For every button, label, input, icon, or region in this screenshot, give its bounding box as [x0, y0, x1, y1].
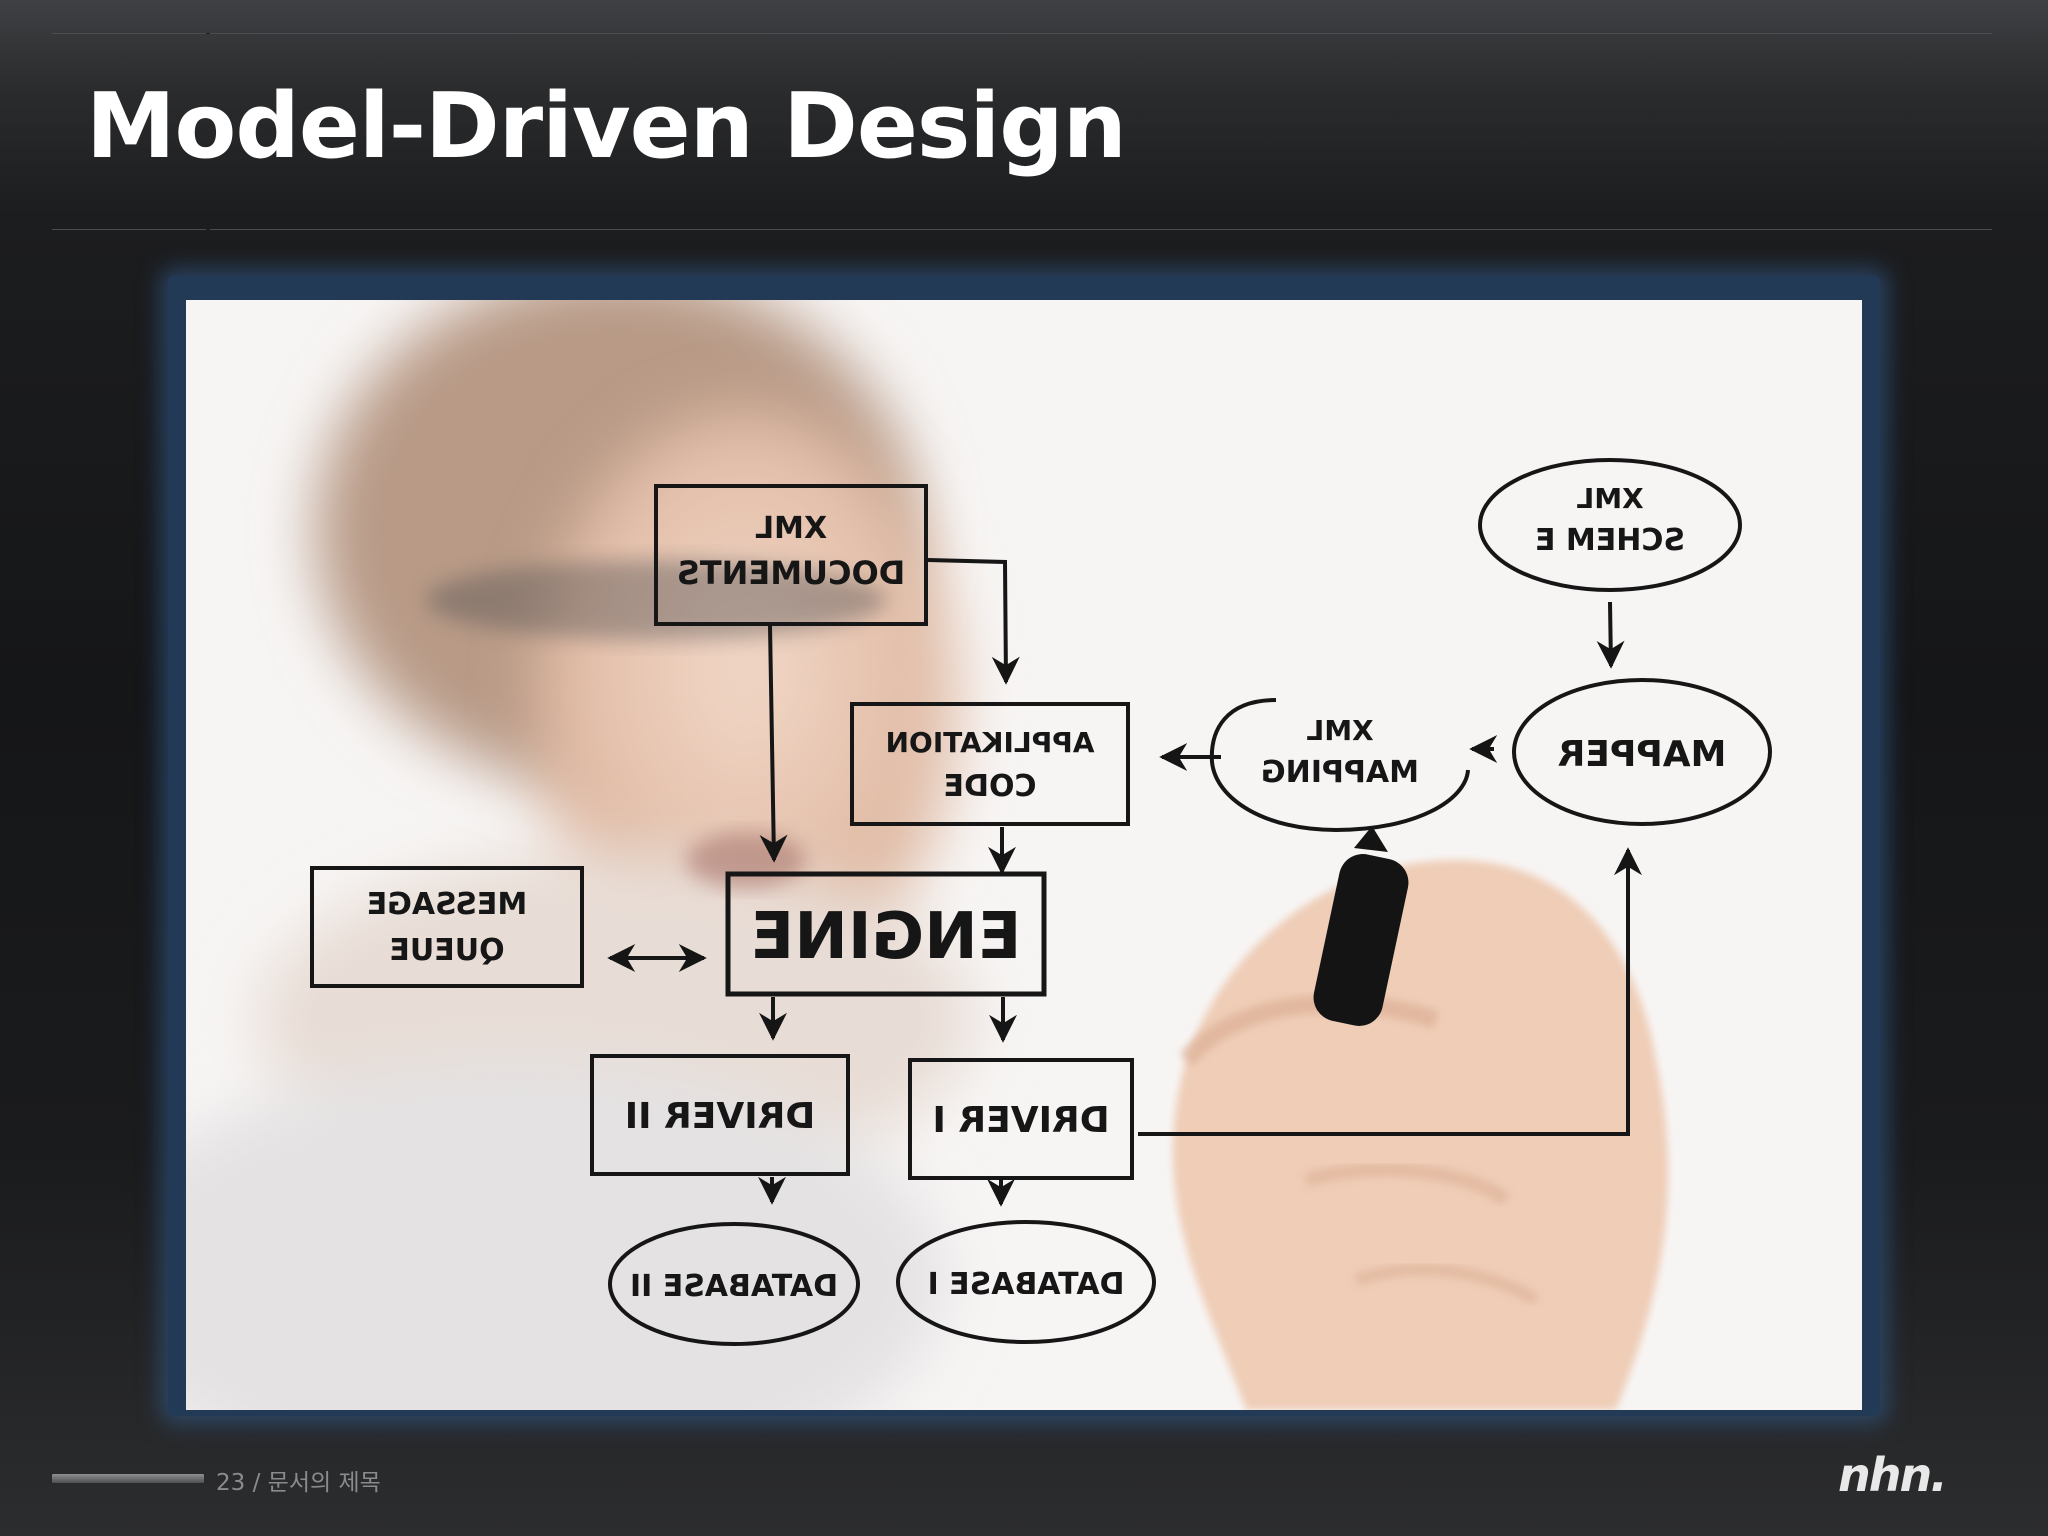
- label-xml-schema-line2: SCHEM E: [1535, 523, 1685, 558]
- label-driver-1: DRIVER I: [932, 1100, 1109, 1141]
- whiteboard-photo: XML DOCUMENTS APPLIKATION CODE MESSAGE Q…: [186, 300, 1862, 1410]
- label-documents: DOCUMENTS: [677, 554, 906, 592]
- blurred-person: [186, 300, 1862, 1410]
- label-engine: ENGINE: [751, 900, 1022, 974]
- label-xml-mapping-line2: MAPPING: [1261, 755, 1419, 790]
- label-database-1: DATABASE I: [928, 1267, 1125, 1302]
- label-xml-schema-line1: XML: [1576, 482, 1643, 515]
- ellipse-database-2: DATABASE II: [608, 1222, 860, 1346]
- box-engine: ENGINE: [725, 871, 1047, 997]
- footer-separator: /: [245, 1470, 268, 1496]
- box-driver-1: DRIVER I: [908, 1058, 1134, 1180]
- ellipse-xml-schema: XML SCHEM E: [1478, 458, 1742, 592]
- label-queue: QUEUE: [389, 933, 504, 968]
- top-divider: [52, 33, 1992, 34]
- title-divider: [52, 229, 1992, 230]
- ellipse-database-1: DATABASE I: [896, 1220, 1156, 1344]
- nhn-logo: nhn.: [1838, 1448, 1948, 1502]
- label-xml: XML: [755, 511, 827, 546]
- box-driver-2: DRIVER II: [590, 1054, 850, 1176]
- label-code: CODE: [944, 769, 1037, 804]
- page-number: 23: [216, 1470, 246, 1496]
- ellipse-mapper: MAPPER: [1512, 678, 1772, 826]
- whiteboard-illustration: XML DOCUMENTS APPLIKATION CODE MESSAGE Q…: [186, 300, 1862, 1410]
- label-applikation: APPLIKATION: [886, 726, 1095, 759]
- footer-progress-bar: [52, 1474, 204, 1483]
- slide-title: Model-Driven Design: [86, 74, 1127, 179]
- label-mapper: MAPPER: [1558, 734, 1727, 775]
- ellipse-xml-mapping: XML MAPPING: [1209, 698, 1470, 833]
- label-message: MESSAGE: [367, 887, 528, 922]
- label-database-2: DATABASE II: [630, 1269, 838, 1304]
- label-driver-2: DRIVER II: [625, 1096, 816, 1137]
- footer-label: 23 / 문서의 제목: [216, 1463, 381, 1497]
- box-message-queue: MESSAGE QUEUE: [310, 866, 584, 988]
- box-xml-documents: XML DOCUMENTS: [654, 484, 928, 626]
- box-application-code: APPLIKATION CODE: [850, 702, 1130, 826]
- label-xml-mapping-line1: XML: [1306, 714, 1373, 747]
- document-title: 문서의 제목: [267, 1470, 381, 1496]
- diagram-connectors: [607, 558, 1642, 1207]
